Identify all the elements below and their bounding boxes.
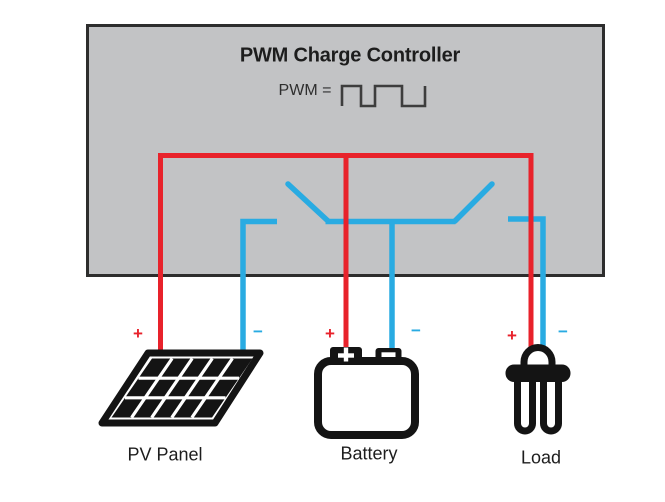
pv-panel-icon [98, 349, 264, 427]
pv-negative-label: − [253, 322, 263, 341]
load-label: Load [520, 447, 562, 468]
pv-panel-label: PV Panel [127, 444, 203, 465]
negative-wires [240, 181, 546, 353]
load-negative-wire [508, 216, 546, 347]
load-positive-label: + [507, 326, 517, 345]
controller-title: PWM Charge Controller [239, 44, 461, 67]
positive-wires [158, 153, 534, 353]
pv-positive-label: + [133, 324, 143, 343]
load-bulb-icon [505, 344, 571, 435]
battery-negative-label: − [411, 321, 421, 340]
battery-icon [314, 347, 419, 439]
pv-switch-arm-icon [285, 181, 331, 224]
load-switch-arm-icon [452, 181, 495, 224]
pv-negative-wire [240, 218, 277, 353]
battery-positive-label: + [325, 324, 335, 343]
square-wave-icon [340, 84, 427, 108]
pwm-formula-label: PWM = [278, 82, 332, 99]
load-negative-label: − [558, 322, 568, 341]
battery-label: Battery [340, 443, 398, 464]
